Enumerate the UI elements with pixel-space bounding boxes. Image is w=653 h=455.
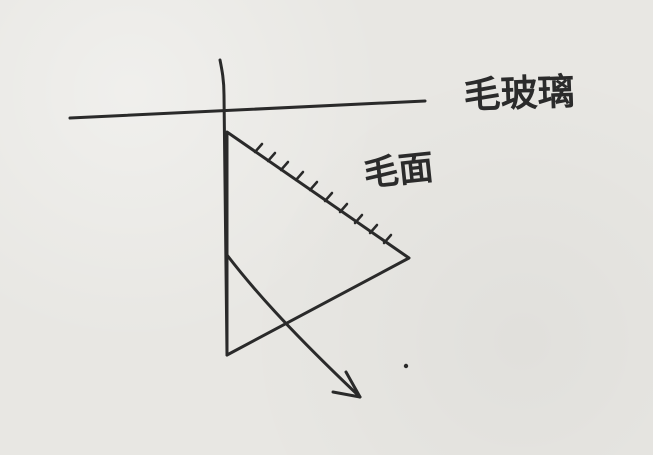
triangle-prism (225, 130, 411, 357)
label-mirror: 毛面 (362, 148, 436, 195)
hatch-mark (266, 151, 277, 163)
hatch-mark (294, 170, 305, 182)
ray-arrowhead-icon (331, 370, 362, 399)
dot-mark (403, 363, 409, 369)
normal-line (218, 58, 229, 357)
glass-surface-line (68, 99, 427, 120)
hatch-mark (382, 233, 393, 245)
hatch-mark (253, 142, 264, 154)
hatch-mark (353, 213, 364, 225)
hatch-mark (338, 202, 349, 214)
hatch-mark (308, 180, 319, 192)
light-ray (225, 253, 362, 399)
frosted-surface-hatching (253, 142, 393, 245)
hatch-mark (368, 223, 379, 235)
hatch-mark (279, 160, 290, 172)
label-glass: 毛玻璃 (463, 70, 575, 117)
hatch-mark (323, 191, 334, 203)
